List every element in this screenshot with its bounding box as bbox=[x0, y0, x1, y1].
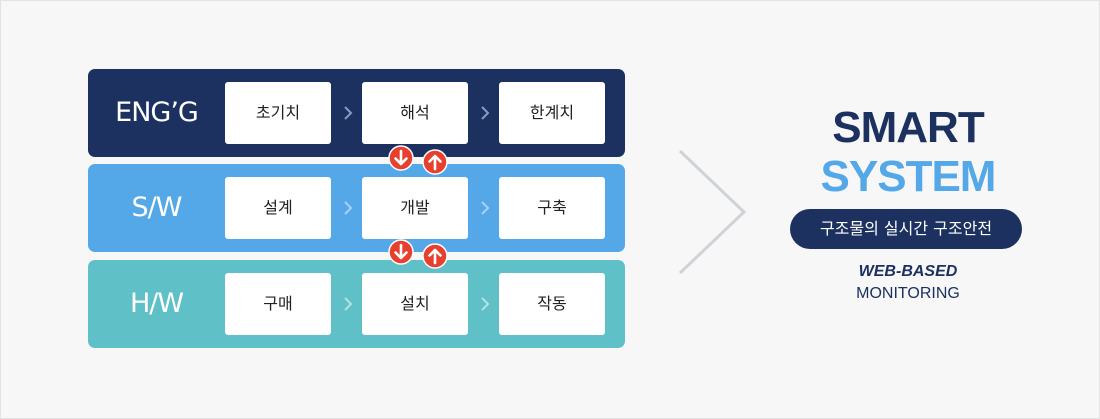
row-hw: H/W 구매 설치 작동 bbox=[88, 260, 625, 348]
smart-title: SMART bbox=[832, 103, 984, 152]
row-label-sw: S/W bbox=[131, 192, 183, 223]
arrow-up-icon bbox=[422, 243, 448, 269]
chevron-right-icon bbox=[342, 105, 354, 121]
chevron-right-icon bbox=[677, 149, 749, 275]
step-box: 초기치 bbox=[225, 82, 331, 144]
chevron-right-icon bbox=[479, 296, 491, 312]
chevron-right-icon bbox=[479, 105, 491, 121]
web-based-label: WEB-BASED bbox=[858, 263, 958, 280]
chevron-right-icon bbox=[342, 200, 354, 216]
realtime-safety-badge: 구조물의 실시간 구조안전 bbox=[790, 209, 1022, 249]
step-box: 작동 bbox=[499, 273, 605, 335]
system-title: SYSTEM bbox=[820, 152, 997, 201]
monitoring-label: MONITORING bbox=[856, 285, 960, 302]
step-box: 해석 bbox=[362, 82, 468, 144]
row-label-engg: ENG’G bbox=[115, 97, 199, 128]
row-label-hw: H/W bbox=[129, 288, 184, 319]
step-box: 구축 bbox=[499, 177, 605, 239]
step-box: 구매 bbox=[225, 273, 331, 335]
step-box: 한계치 bbox=[499, 82, 605, 144]
step-box: 설계 bbox=[225, 177, 331, 239]
step-box: 설치 bbox=[362, 273, 468, 335]
arrow-down-icon bbox=[388, 145, 414, 171]
chevron-right-icon bbox=[479, 200, 491, 216]
step-box: 개발 bbox=[362, 177, 468, 239]
chevron-right-icon bbox=[342, 296, 354, 312]
arrow-up-icon bbox=[422, 149, 448, 175]
row-sw: S/W 설계 개발 구축 bbox=[88, 164, 625, 252]
row-engg: ENG’G 초기치 해석 한계치 bbox=[88, 69, 625, 157]
arrow-down-icon bbox=[388, 239, 414, 265]
